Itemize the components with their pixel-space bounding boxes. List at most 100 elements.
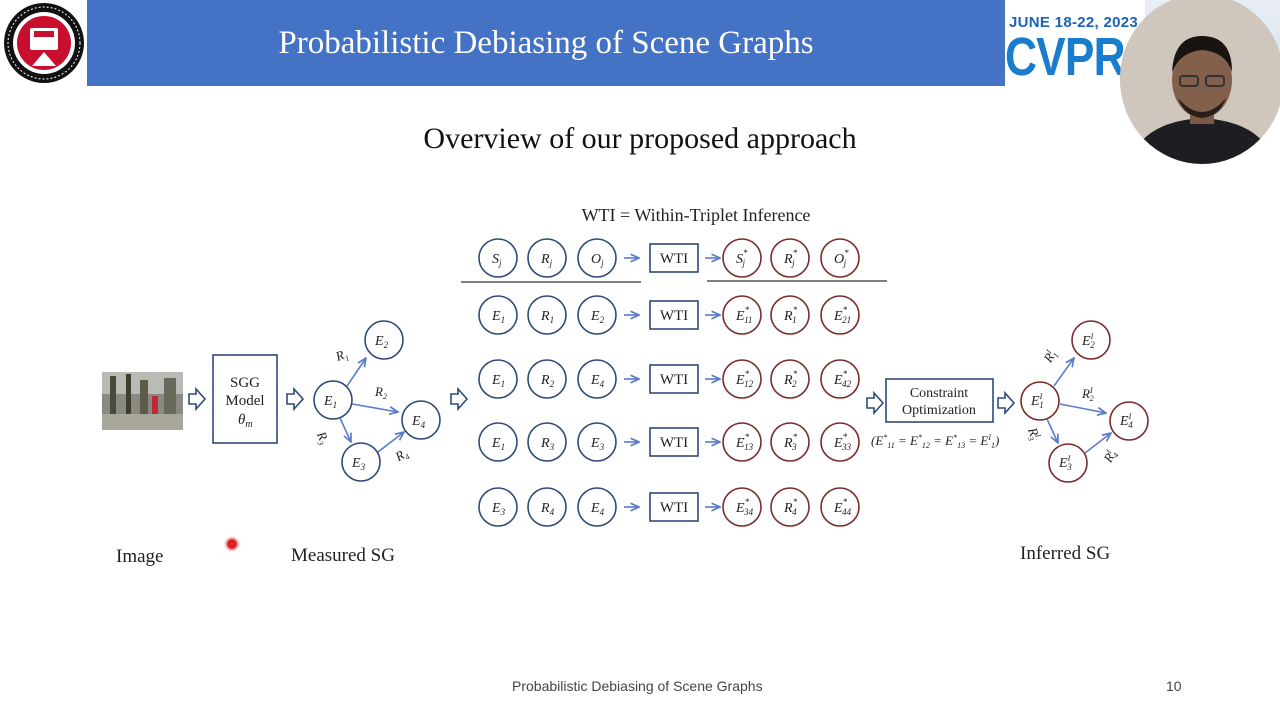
output-node bbox=[820, 487, 860, 527]
output-node bbox=[770, 422, 810, 462]
svg-text:EI4: EI4 bbox=[1119, 412, 1133, 430]
node-e3 bbox=[341, 442, 381, 482]
input-node bbox=[478, 295, 518, 335]
wti-box bbox=[649, 364, 699, 394]
wti-label: WTI bbox=[660, 308, 688, 324]
caption-inferred-sg: Inferred SG bbox=[1020, 543, 1111, 564]
flow-arrow-5 bbox=[997, 390, 1016, 416]
input-node bbox=[577, 422, 617, 462]
wti-label: WTI bbox=[660, 372, 688, 388]
svg-text:R1: R1 bbox=[540, 309, 554, 325]
university-logo bbox=[2, 0, 86, 86]
flow-arrows bbox=[188, 386, 1016, 416]
caption-image: Image bbox=[116, 546, 164, 567]
slide-title: Probabilistic Debiasing of Scene Graphs bbox=[87, 0, 1005, 86]
svg-text:E4: E4 bbox=[590, 373, 605, 389]
flow-arrow-4 bbox=[866, 390, 885, 416]
caption-measured-sg: Measured SG bbox=[291, 545, 395, 566]
node-e3-inferred bbox=[1048, 443, 1088, 483]
svg-text:R2: R2 bbox=[374, 384, 387, 401]
input-node bbox=[478, 487, 518, 527]
wti-box bbox=[649, 300, 699, 330]
input-node bbox=[527, 295, 567, 335]
footer-title: Probabilistic Debiasing of Scene Graphs bbox=[512, 678, 763, 694]
measured-sg: E1 E2 E4 E3 R1 R2 R3 R4 bbox=[312, 320, 441, 482]
conference-banner: JUNE 18-22, 2023 CVPR bbox=[1005, 0, 1145, 87]
svg-text:RI4: RI4 bbox=[1100, 447, 1121, 466]
wti-label: WTI bbox=[660, 435, 688, 451]
constraint-equation: (E*11 = E*12 = E*13 = EI1) bbox=[871, 433, 999, 450]
svg-text:R*3: R*3 bbox=[783, 432, 798, 452]
flow-arrow-3 bbox=[450, 386, 469, 412]
svg-text:E2: E2 bbox=[374, 334, 389, 350]
sgg-model-sub: m bbox=[245, 419, 252, 430]
svg-text:R4: R4 bbox=[540, 501, 555, 517]
svg-text:R3: R3 bbox=[540, 436, 555, 452]
output-node bbox=[820, 238, 860, 278]
svg-text:E*44: E*44 bbox=[833, 497, 852, 517]
svg-text:E*11: E*11 bbox=[735, 305, 752, 325]
svg-text:E4: E4 bbox=[590, 501, 605, 517]
node-e1-inferred bbox=[1020, 381, 1060, 421]
svg-text:θm: θm bbox=[238, 412, 253, 430]
sgg-model-line1: SGG bbox=[230, 375, 260, 391]
input-node bbox=[577, 295, 617, 335]
svg-text:RI2: RI2 bbox=[1081, 386, 1094, 403]
wti-label: WTI bbox=[660, 500, 688, 516]
input-node bbox=[478, 422, 518, 462]
constraint-box bbox=[885, 378, 994, 423]
svg-text:E3: E3 bbox=[491, 501, 506, 517]
input-node bbox=[527, 359, 567, 399]
input-node bbox=[527, 487, 567, 527]
svg-text:Rj: Rj bbox=[540, 252, 553, 268]
svg-text:RI1: RI1 bbox=[1040, 347, 1061, 366]
svg-text:E*13: E*13 bbox=[735, 432, 754, 452]
input-node bbox=[577, 359, 617, 399]
wti-box bbox=[649, 427, 699, 457]
svg-text:E3: E3 bbox=[590, 436, 605, 452]
input-node bbox=[577, 487, 617, 527]
svg-text:EI2: EI2 bbox=[1081, 332, 1095, 350]
wti-box bbox=[649, 243, 699, 273]
svg-text:E1: E1 bbox=[323, 394, 337, 410]
svg-text:R*j: R*j bbox=[783, 248, 798, 268]
output-node bbox=[770, 487, 810, 527]
input-node bbox=[527, 422, 567, 462]
wti-label: WTI bbox=[660, 251, 688, 267]
svg-text:R*1: R*1 bbox=[783, 305, 798, 325]
node-e4-inferred bbox=[1109, 401, 1149, 441]
svg-text:E2: E2 bbox=[590, 309, 605, 325]
svg-text:EI1: EI1 bbox=[1030, 392, 1044, 410]
input-node bbox=[527, 238, 567, 278]
svg-text:E*21: E*21 bbox=[833, 305, 851, 325]
output-node bbox=[770, 359, 810, 399]
svg-text:E1: E1 bbox=[491, 373, 505, 389]
constraint-line2: Optimization bbox=[902, 403, 976, 418]
sgg-model-line2: Model bbox=[225, 393, 264, 409]
page-number: 10 bbox=[1166, 678, 1182, 694]
svg-text:E*42: E*42 bbox=[833, 369, 852, 389]
input-node bbox=[577, 238, 617, 278]
output-node bbox=[770, 295, 810, 335]
svg-text:E1: E1 bbox=[491, 309, 505, 325]
node-e2 bbox=[364, 320, 404, 360]
svg-text:EI3: EI3 bbox=[1058, 454, 1072, 472]
conference-date: JUNE 18-22, 2023 bbox=[1009, 14, 1139, 31]
output-node bbox=[722, 238, 762, 278]
svg-text:E1: E1 bbox=[491, 436, 505, 452]
wti-box bbox=[649, 492, 699, 522]
flow-arrow-1 bbox=[188, 386, 207, 412]
svg-text:R1: R1 bbox=[333, 346, 351, 366]
node-e2-inferred bbox=[1071, 320, 1111, 360]
svg-text:E*34: E*34 bbox=[735, 497, 754, 517]
svg-text:R3: R3 bbox=[312, 428, 333, 447]
output-node bbox=[820, 295, 860, 335]
output-node bbox=[722, 359, 762, 399]
wti-definition: WTI = Within-Triplet Inference bbox=[582, 205, 811, 225]
output-node bbox=[722, 422, 762, 462]
